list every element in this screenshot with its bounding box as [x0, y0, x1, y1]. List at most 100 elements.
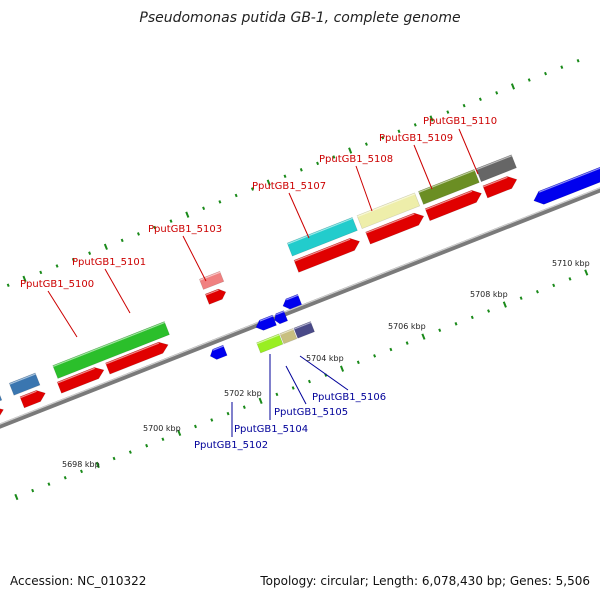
gene-label-5108[interactable]: PputGB1_5108	[319, 154, 393, 165]
cds-blue-b-highlight	[275, 310, 285, 316]
cds-red-5108-highlight	[365, 213, 415, 234]
lower-tick-mark	[14, 493, 19, 501]
upper-tick-mark	[364, 142, 368, 146]
upper-tick-mark	[299, 168, 303, 172]
leader-5103	[182, 235, 207, 282]
lower-tick-mark	[568, 277, 572, 281]
axis-label-5706: 5706 kbp	[388, 322, 426, 331]
leader-5109	[413, 144, 433, 190]
genome-backbone	[0, 187, 600, 429]
gene-label-5104[interactable]: PputGB1_5104	[234, 424, 308, 435]
gene-label-5103[interactable]: PputGB1_5103	[148, 224, 222, 235]
leader-5108	[355, 165, 373, 212]
gene-label-5101[interactable]: PputGB1_5101	[72, 257, 146, 268]
gene-label-5110[interactable]: PputGB1_5110	[423, 116, 497, 127]
upper-tick-mark	[153, 225, 157, 230]
upper-tick-mark	[55, 264, 59, 268]
upper-tick-mark	[39, 270, 43, 275]
feature-navy-5106-highlight	[293, 321, 312, 330]
map-title: Pseudomonas putida GB-1, complete genome	[139, 10, 461, 26]
feature-yellow-5108[interactable]	[356, 192, 421, 230]
feature-olive-5109[interactable]	[417, 169, 480, 205]
gene-label-5109[interactable]: PputGB1_5109	[379, 133, 453, 144]
upper-tick-mark	[136, 232, 140, 236]
upper-tick-mark	[478, 97, 482, 102]
lower-tick-mark	[584, 269, 589, 276]
cds-red-5100[interactable]	[56, 367, 105, 394]
lower-tick-mark	[307, 379, 311, 384]
cds-red-5108[interactable]	[365, 212, 425, 245]
cds-blue-right[interactable]	[533, 150, 600, 205]
feature-cyan-5107-highlight	[287, 217, 353, 245]
upper-tick-mark	[527, 78, 531, 82]
cds-red-5109[interactable]	[424, 189, 482, 222]
axis-label-5704: 5704 kbp	[306, 354, 344, 363]
gene-label-5106[interactable]: PputGB1_5106	[312, 392, 386, 403]
feature-blue-2[interactable]	[8, 372, 41, 396]
cds-red-5101[interactable]	[105, 341, 169, 375]
cds-red-5103-highlight	[205, 289, 219, 296]
feature-cyan-5107[interactable]	[286, 217, 358, 257]
upper-tick-mark	[544, 71, 548, 76]
lower-tick-track	[14, 269, 589, 501]
feature-layer	[0, 150, 600, 426]
feature-pink-5103-highlight	[199, 271, 221, 281]
lower-tick-mark	[63, 475, 67, 480]
feature-lime-5104[interactable]	[256, 333, 284, 354]
feature-pink-5103[interactable]	[198, 270, 225, 290]
cds-blue-5102-highlight	[212, 345, 224, 351]
cds-blue-c[interactable]	[282, 293, 303, 310]
feature-gray-5110[interactable]	[475, 154, 517, 183]
lower-tick-mark	[438, 328, 442, 332]
upper-tick-mark	[348, 147, 353, 154]
cds-blue-a[interactable]	[255, 314, 277, 331]
feature-tan-5105[interactable]	[279, 328, 298, 345]
cds-blue-right-highlight	[538, 167, 600, 193]
gene-label-5100[interactable]: PputGB1_5100	[20, 279, 94, 290]
feature-navy-5106[interactable]	[293, 321, 315, 339]
axis-label-5702: 5702 kbp	[224, 389, 262, 398]
gene-label-5102[interactable]: PputGB1_5102	[194, 440, 268, 451]
upper-tick-mark	[495, 91, 499, 95]
feature-green-5101[interactable]	[52, 321, 170, 379]
cds-red-1[interactable]	[0, 407, 4, 426]
feature-yellow-5108-highlight	[357, 193, 416, 218]
lower-tick-mark	[356, 360, 360, 365]
lower-tick-mark	[502, 301, 507, 308]
leader-5105	[285, 365, 307, 405]
axis-label-5700: 5700 kbp	[143, 424, 181, 433]
gene-label-5105[interactable]: PputGB1_5105	[274, 407, 348, 418]
upper-tick-mark	[446, 110, 450, 114]
lower-tick-mark	[128, 450, 132, 454]
lower-tick-mark	[552, 283, 556, 288]
lower-tick-mark	[535, 289, 539, 294]
feature-gray-5110-highlight	[476, 155, 512, 171]
lower-tick-mark	[31, 488, 35, 493]
lower-tick-mark	[177, 429, 182, 437]
cds-red-5110[interactable]	[482, 176, 518, 199]
upper-tick-mark	[218, 200, 222, 204]
lower-tick-mark	[47, 482, 51, 486]
lower-tick-mark	[487, 309, 491, 313]
gene-label-5107[interactable]: PputGB1_5107	[252, 181, 326, 192]
upper-tick-mark	[185, 211, 190, 218]
lower-tick-mark	[210, 418, 214, 422]
feature-lime-5104-highlight	[256, 334, 280, 345]
cds-red-5100-highlight	[57, 367, 95, 384]
lower-tick-mark	[340, 365, 345, 372]
cds-red-2-highlight	[20, 390, 37, 399]
upper-tick-mark	[397, 129, 401, 134]
cds-blue-5102[interactable]	[209, 344, 228, 360]
lower-tick-mark	[242, 405, 246, 409]
cds-red-5107-highlight	[294, 238, 351, 262]
upper-tick-mark	[316, 161, 320, 166]
cds-blue-c-highlight	[286, 294, 299, 301]
upper-tick-mark	[332, 155, 336, 159]
feature-blue-1[interactable]	[0, 388, 3, 412]
upper-tick-mark	[429, 115, 434, 122]
cds-red-5107[interactable]	[293, 237, 361, 273]
cds-red-5101-highlight	[105, 342, 160, 365]
lower-tick-mark	[454, 322, 458, 326]
upper-tick-mark	[250, 187, 254, 191]
